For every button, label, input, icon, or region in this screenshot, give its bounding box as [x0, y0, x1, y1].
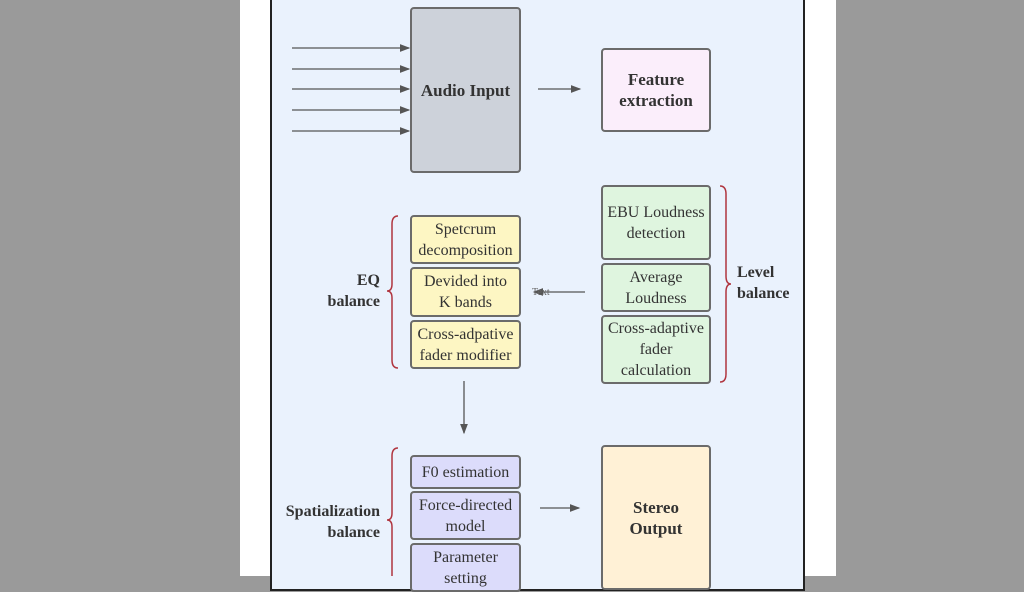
f0-estimation-node: F0 estimation: [410, 455, 521, 489]
force-directed-node: Force-directed model: [410, 491, 521, 540]
eq-bracket: [386, 215, 399, 369]
edge-label: Text: [532, 287, 550, 298]
k-bands-node: Devided into K bands: [410, 267, 521, 317]
ebu-loudness-node: EBU Loudness detection: [601, 185, 711, 260]
audio-input-node: Audio Input: [410, 7, 521, 173]
parameter-setting-node: Parameter setting: [410, 543, 521, 592]
fader-calculation-node: Cross-adaptive fader calculation: [601, 315, 711, 384]
spectrum-decomposition-node: Spetcrum decomposition: [410, 215, 521, 264]
spatialization-balance-label: Spatialization balance: [285, 503, 380, 541]
connectors: Text: [292, 44, 732, 576]
stereo-output-node: Stereo Output: [601, 445, 711, 590]
average-loudness-node: Average Loudness: [601, 263, 711, 312]
feature-extraction-node: Feature extraction: [601, 48, 711, 132]
fader-modifier-node: Cross-adpative fader modifier: [410, 320, 521, 369]
level-bracket: [719, 185, 732, 383]
eq-balance-label: EQ balance: [327, 272, 380, 310]
spatial-bracket: [386, 447, 399, 576]
level-balance-label: Level balance: [737, 264, 790, 302]
